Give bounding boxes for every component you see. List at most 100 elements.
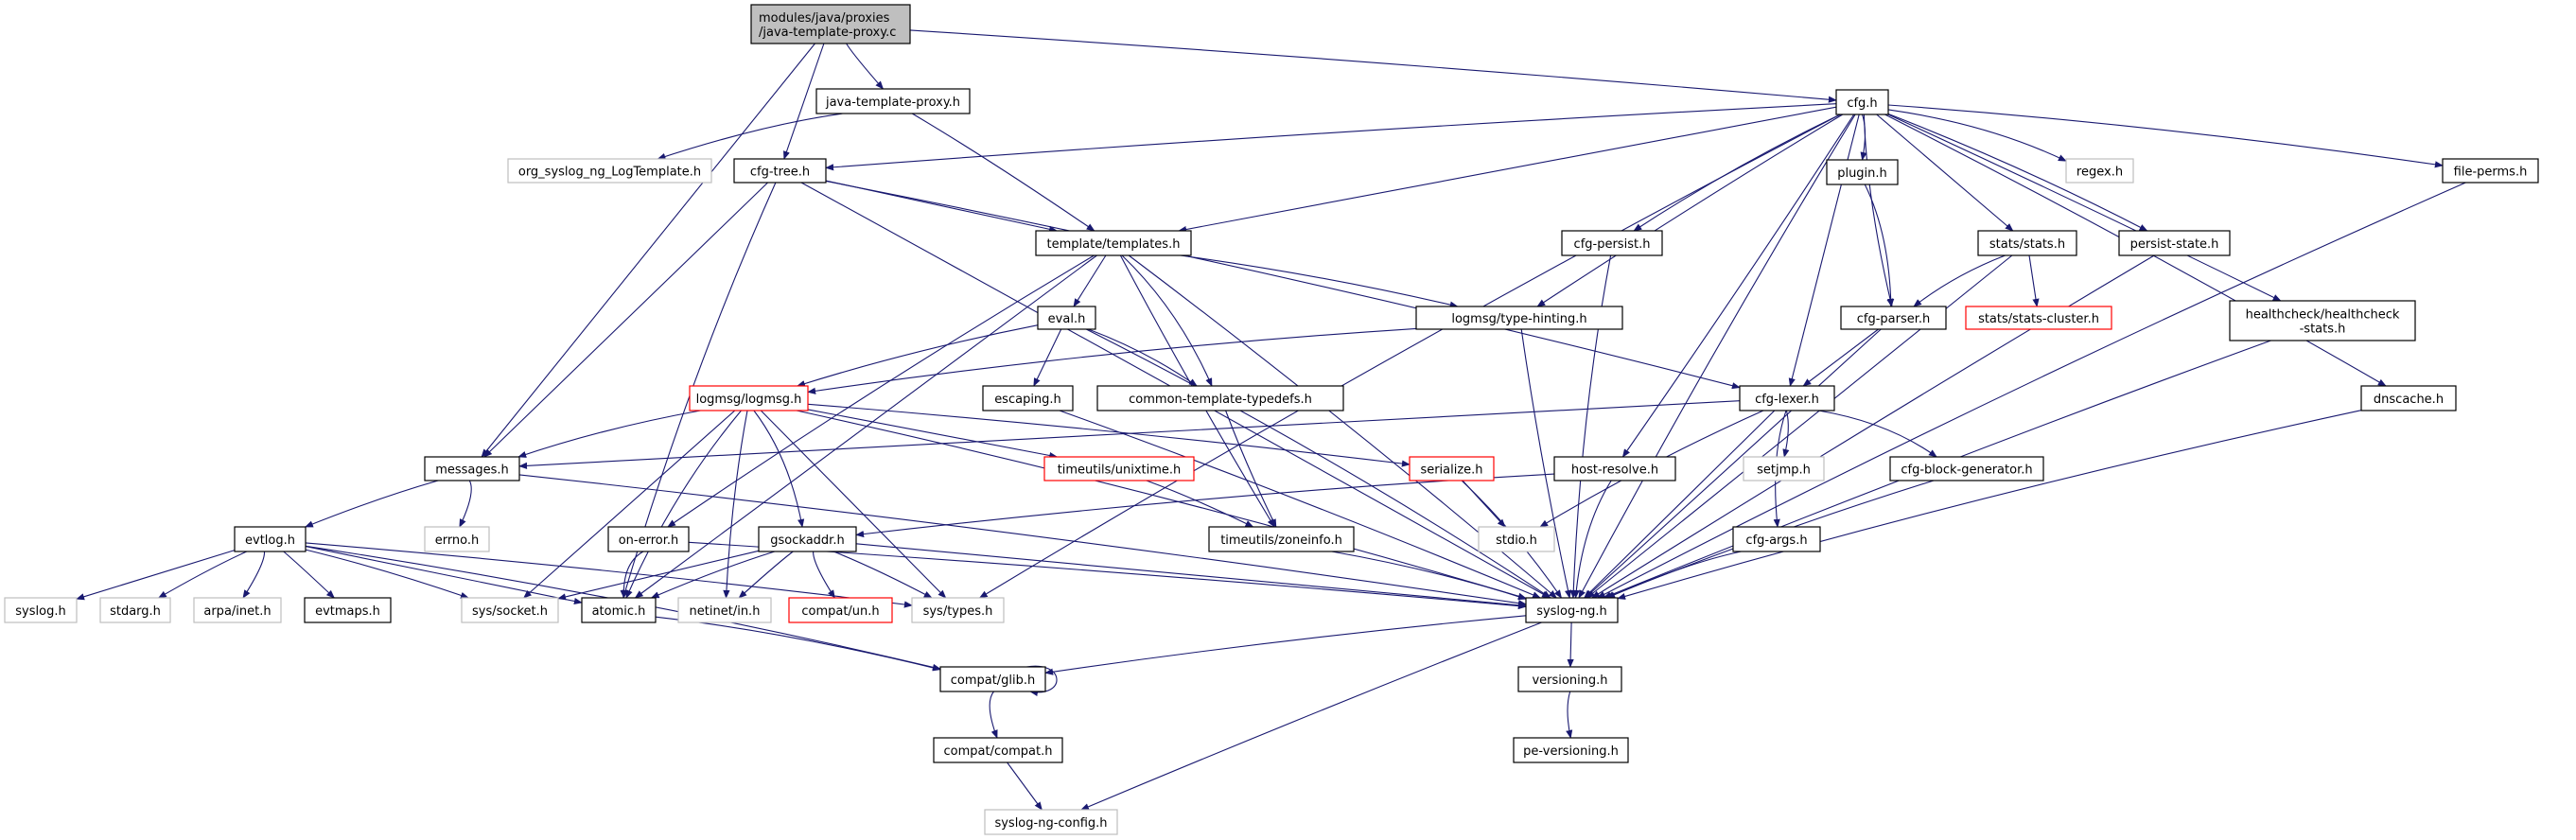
graph-node-templates[interactable]: template/templates.h — [1035, 230, 1192, 256]
node-box — [1096, 385, 1344, 411]
edge-logmsg-to-sys_socket — [523, 410, 736, 599]
graph-node-versioning[interactable]: versioning.h — [1517, 666, 1622, 692]
graph-node-compat_compat[interactable]: compat/compat.h — [933, 737, 1063, 763]
graph-node-arpa_inet[interactable]: arpa/inet.h — [193, 597, 282, 623]
node-label: gsockaddr.h — [770, 534, 844, 548]
node-label: java-template-proxy.h — [825, 96, 960, 110]
graph-node-serialize[interactable]: serialize.h — [1409, 456, 1495, 481]
node-label: evtlog.h — [245, 534, 295, 548]
node-box — [1043, 456, 1195, 481]
edge-cfg_h-to-regex — [1887, 109, 2067, 162]
graph-node-unixtime[interactable]: timeutils/unixtime.h — [1043, 456, 1195, 481]
graph-node-dnscache[interactable]: dnscache.h — [2360, 385, 2457, 411]
graph-node-syslog_h[interactable]: syslog.h — [4, 597, 78, 623]
node-box — [4, 597, 78, 623]
graph-node-zoneinfo[interactable]: timeutils/zoneinfo.h — [1208, 526, 1355, 552]
edge-cfg_h-to-syslog_ng — [1578, 114, 1856, 599]
graph-node-regex[interactable]: regex.h — [2065, 158, 2134, 184]
graph-node-org_tpl[interactable]: org_syslog_ng_LogTemplate.h — [507, 158, 712, 184]
node-label: escaping.h — [994, 393, 1061, 407]
node-box — [984, 809, 1118, 835]
graph-node-sys_socket[interactable]: sys/socket.h — [461, 597, 559, 623]
edge-cfg_lexer-to-messages — [518, 400, 1741, 469]
node-box — [1739, 385, 1835, 411]
graph-node-ctt[interactable]: common-template-typedefs.h — [1096, 385, 1344, 411]
edge-ctt-to-zoneinfo — [1225, 410, 1277, 528]
graph-node-stats[interactable]: stats/stats.h — [1977, 230, 2077, 256]
graph-node-errno[interactable]: errno.h — [424, 526, 490, 552]
graph-node-type_hinting[interactable]: logmsg/type-hinting.h — [1415, 306, 1623, 330]
edge-eval-to-logmsg — [797, 324, 1039, 388]
edge-cfg_tree-to-messages — [483, 182, 768, 458]
nodes-layer: modules/java/proxies/java-template-proxy… — [4, 4, 2539, 835]
graph-node-sng_config[interactable]: syslog-ng-config.h — [984, 809, 1118, 835]
node-label: compat/un.h — [801, 604, 879, 619]
node-label: modules/java/proxies — [759, 11, 890, 26]
node-label: logmsg/type-hinting.h — [1451, 312, 1586, 326]
edge-templates-to-atomic — [634, 254, 1097, 599]
edge-syslog_ng-to-sng_config — [1080, 621, 1542, 811]
edge-cfg_h-to-persist_state — [1887, 113, 2148, 232]
graph-node-persist_state[interactable]: persist-state.h — [2118, 230, 2231, 256]
graph-node-cbg[interactable]: cfg-block-generator.h — [1889, 456, 2044, 481]
graph-node-escaping[interactable]: escaping.h — [982, 385, 1074, 411]
edge-messages-to-evtlog — [304, 480, 439, 528]
node-label: -stats.h — [2300, 323, 2346, 337]
graph-node-syslog_ng[interactable]: syslog-ng.h — [1525, 597, 1619, 623]
graph-node-eval[interactable]: eval.h — [1037, 306, 1096, 330]
edge-cfg_h-to-cfg_persist — [1633, 114, 1841, 232]
graph-node-compat_un[interactable]: compat/un.h — [788, 597, 893, 623]
graph-node-messages[interactable]: messages.h — [424, 456, 520, 481]
graph-node-gsockaddr[interactable]: gsockaddr.h — [758, 526, 857, 552]
node-label: messages.h — [435, 464, 509, 478]
graph-node-sys_types[interactable]: sys/types.h — [911, 597, 1005, 623]
graph-node-stdio[interactable]: stdio.h — [1478, 526, 1555, 552]
edge-cfg_h-to-stats — [1876, 114, 2014, 232]
node-label: logmsg/logmsg.h — [696, 393, 802, 407]
edge-plugin-to-cfg_parser — [1864, 184, 1895, 307]
graph-node-cfg_args[interactable]: cfg-args.h — [1732, 526, 1821, 552]
edge-dnscache-to-syslog_ng — [1617, 410, 2362, 600]
graph-node-plugin[interactable]: plugin.h — [1826, 159, 1899, 185]
graph-node-cfg_lexer[interactable]: cfg-lexer.h — [1739, 385, 1835, 411]
edge-templates-to-ctt — [1121, 254, 1213, 387]
graph-node-evtmaps[interactable]: evtmaps.h — [304, 597, 392, 623]
node-box — [1732, 526, 1821, 552]
graph-node-cfg_tree[interactable]: cfg-tree.h — [733, 158, 827, 184]
graph-node-host_resolve[interactable]: host-resolve.h — [1553, 456, 1676, 481]
node-box — [758, 526, 857, 552]
edge-glib-to-compat_compat — [989, 691, 998, 739]
edge-cfg_h-to-templates — [1178, 106, 1837, 234]
graph-node-pe_versioning[interactable]: pe-versioning.h — [1513, 737, 1629, 763]
graph-node-on_error[interactable]: on-error.h — [607, 526, 690, 552]
edge-templates-to-type_hinting — [1180, 254, 1459, 308]
node-label: compat/glib.h — [951, 674, 1036, 688]
graph-node-healthcheck[interactable]: healthcheck/healthcheck-stats.h — [2229, 300, 2416, 341]
node-box — [788, 597, 893, 623]
node-label: sys/socket.h — [472, 604, 548, 619]
node-label: errno.h — [435, 534, 480, 548]
graph-node-cfg_parser[interactable]: cfg-parser.h — [1840, 306, 1947, 330]
graph-node-glib[interactable]: compat/glib.h — [939, 666, 1046, 692]
node-label: serialize.h — [1420, 464, 1482, 478]
graph-node-atomic[interactable]: atomic.h — [581, 597, 657, 623]
graph-node-cfg_persist[interactable]: cfg-persist.h — [1561, 230, 1663, 256]
graph-node-jtp_h[interactable]: java-template-proxy.h — [815, 88, 971, 114]
graph-node-stats_cluster[interactable]: stats/stats-cluster.h — [1965, 306, 2112, 330]
graph-node-setjmp[interactable]: setjmp.h — [1743, 456, 1825, 481]
graph-node-logmsg[interactable]: logmsg/logmsg.h — [689, 385, 809, 411]
graph-node-cfg_h[interactable]: cfg.h — [1835, 89, 1889, 115]
node-box — [750, 4, 911, 44]
graph-node-root[interactable]: modules/java/proxies/java-template-proxy… — [750, 4, 911, 44]
edge-cfg_h-to-healthcheck — [1887, 114, 2282, 302]
graph-node-file_perms[interactable]: file-perms.h — [2442, 158, 2539, 184]
edge-gsockaddr-to-sys_types — [832, 551, 933, 599]
edge-cfg_lexer-to-syslog_ng — [1584, 410, 1776, 599]
node-label: timeutils/zoneinfo.h — [1220, 534, 1342, 548]
graph-node-stdarg[interactable]: stdarg.h — [99, 597, 171, 623]
edge-host_resolve-to-syslog_ng — [1572, 480, 1612, 599]
graph-node-evtlog[interactable]: evtlog.h — [234, 526, 307, 552]
graph-node-netinet[interactable]: netinet/in.h — [677, 597, 772, 623]
node-box — [607, 526, 690, 552]
node-box — [939, 666, 1046, 692]
